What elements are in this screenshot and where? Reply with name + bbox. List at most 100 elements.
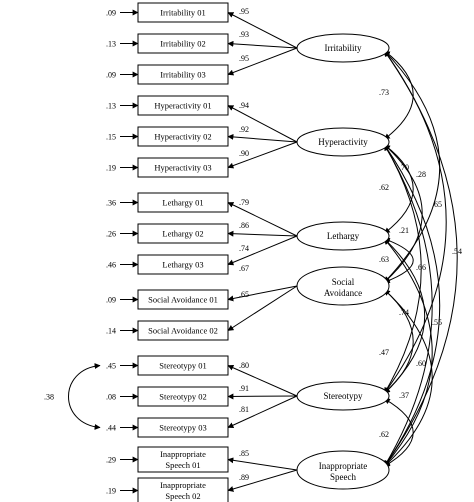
indicator-box — [137, 2, 229, 23]
indicator-box — [137, 446, 229, 473]
loading-arrow — [227, 285, 298, 331]
correlation-label: .62 — [379, 430, 389, 439]
correlation-arc — [383, 144, 422, 394]
indicator-label: Irritability 03 — [160, 70, 206, 80]
error-variance-label: .14 — [106, 327, 116, 336]
indicator-label: Lethargy 01 — [162, 198, 203, 208]
shapes-layer — [137, 2, 390, 502]
loading-label: .80 — [239, 361, 249, 370]
error-variance-label: .44 — [106, 424, 116, 433]
loading-label: .81 — [239, 405, 249, 414]
loading-arrow — [227, 395, 298, 428]
error-covariance-arc — [68, 363, 101, 430]
indicator-box — [137, 355, 229, 376]
indicator-label: Inappropriate — [160, 480, 206, 490]
error-variance-label: .08 — [106, 393, 116, 402]
indicator-box — [137, 33, 229, 54]
factor-label: Speech — [330, 472, 356, 482]
error-variance-label: .26 — [106, 230, 116, 239]
indicator-label: Stereotypy 03 — [159, 423, 206, 433]
loading-label: .90 — [239, 149, 249, 158]
indicator-label: Stereotypy 01 — [159, 361, 206, 371]
indicator-label: Irritability 01 — [160, 8, 206, 18]
error-variance-label: .19 — [106, 487, 116, 496]
correlation-label: .74 — [399, 308, 409, 317]
factor-label: Avoidance — [324, 288, 362, 298]
error-variance-label: .13 — [106, 102, 116, 111]
error-variance-label: .15 — [106, 133, 116, 142]
indicator-label: Irritability 02 — [160, 39, 206, 49]
correlation-label: .28 — [416, 170, 426, 179]
error-variance-label: .46 — [106, 261, 116, 270]
loading-label: .94 — [239, 101, 249, 110]
error-variance-label: .13 — [106, 40, 116, 49]
factor-label: Social — [332, 277, 355, 287]
factor-ellipse — [296, 221, 390, 251]
indicator-label: Hyperactivity 03 — [154, 163, 211, 173]
indicator-box — [137, 95, 229, 116]
factor-label: Stereotypy — [324, 391, 363, 401]
loading-label: .89 — [239, 473, 249, 482]
loading-arrow — [227, 133, 298, 143]
loading-label: .95 — [239, 7, 249, 16]
factor-label: Irritability — [325, 43, 362, 53]
loading-label: .95 — [239, 54, 249, 63]
correlation-arc — [383, 50, 414, 140]
correlation-arc — [383, 289, 433, 467]
indicator-box — [137, 223, 229, 244]
indicator-box — [137, 386, 229, 407]
correlation-arc — [383, 50, 458, 467]
indicator-label: Social Avoidance 02 — [148, 326, 218, 336]
correlation-label: .54 — [452, 247, 462, 256]
factor-label: Lethargy — [327, 231, 360, 241]
loading-arrow — [227, 285, 298, 302]
loading-label: .85 — [239, 449, 249, 458]
correlation-label: .37 — [399, 391, 409, 400]
loading-arrow — [227, 235, 298, 266]
correlation-label: .21 — [399, 226, 409, 235]
correlation-arc — [384, 238, 433, 467]
indicator-box — [137, 477, 229, 502]
error-variance-label: .29 — [106, 456, 116, 465]
error-variance-label: .36 — [106, 199, 116, 208]
factor-ellipse — [296, 381, 390, 411]
error-covariance-label: .38 — [44, 393, 54, 402]
indicator-label: Hyperactivity 01 — [154, 101, 211, 111]
indicator-box — [137, 320, 229, 341]
error-variance-label: .19 — [106, 164, 116, 173]
loading-label: .93 — [239, 30, 249, 39]
factor-label: Inappropriate — [319, 461, 367, 471]
correlation-label: .65 — [432, 200, 442, 209]
indicator-label: Social Avoidance 01 — [148, 295, 218, 305]
correlation-label: .47 — [379, 348, 389, 357]
loading-label: .65 — [239, 290, 249, 299]
loading-arrow — [227, 40, 298, 49]
indicator-label: Lethargy 03 — [162, 260, 203, 270]
loading-arrow — [227, 202, 298, 237]
loading-label: .79 — [239, 198, 249, 207]
correlation-label: .60 — [416, 359, 426, 368]
loading-arrow — [227, 230, 298, 237]
error-variance-label: .45 — [106, 362, 116, 371]
loading-label: .86 — [239, 221, 249, 230]
indicator-label: Speech 01 — [165, 460, 200, 470]
indicator-box — [137, 192, 229, 213]
error-variance-label: .09 — [106, 9, 116, 18]
loading-label: .91 — [239, 384, 249, 393]
labels-layer: .09 Irritability 01 .95 .13 Irritability 02.… — [44, 7, 462, 501]
loading-arrow — [227, 457, 298, 471]
factor-ellipse — [296, 33, 390, 63]
correlation-label: .55 — [432, 318, 442, 327]
loading-arrow — [227, 469, 298, 492]
correlation-arc — [383, 144, 441, 467]
correlation-label: .62 — [379, 183, 389, 192]
correlation-arc — [383, 144, 433, 467]
error-variance-label: .09 — [106, 296, 116, 305]
indicator-label: Hyperactivity 02 — [154, 132, 211, 142]
indicator-box — [137, 289, 229, 310]
paths-layer — [68, 9, 458, 494]
indicator-box — [137, 254, 229, 275]
loading-label: .74 — [239, 244, 249, 253]
factor-ellipse — [296, 127, 390, 157]
